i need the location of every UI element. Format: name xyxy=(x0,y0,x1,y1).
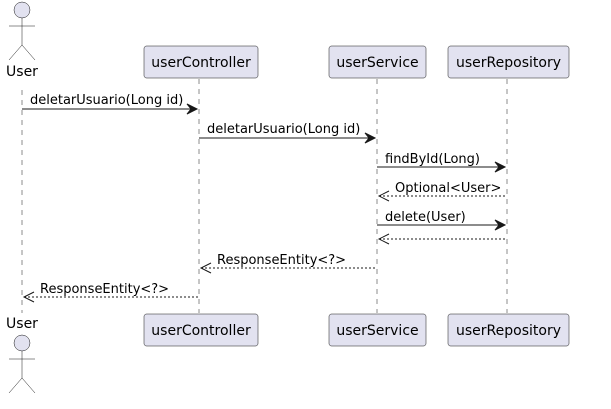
arrowhead-icon xyxy=(494,219,507,231)
message-3: findById(Long) xyxy=(377,152,507,173)
arrowhead-icon xyxy=(186,103,199,115)
participant-label: userService xyxy=(336,323,418,339)
message-label: Optional<User> xyxy=(395,181,501,196)
open-arrowhead-icon xyxy=(377,233,390,245)
message-8: ResponseEntity<?> xyxy=(22,282,199,303)
arrowhead-icon xyxy=(494,161,507,173)
message-label: deletarUsuario(Long id) xyxy=(30,93,183,108)
message-label: findById(Long) xyxy=(385,152,480,167)
actor-label-top: User xyxy=(6,64,38,80)
actor-user-bottom: User xyxy=(6,316,38,394)
message-label: ResponseEntity<?> xyxy=(40,282,169,297)
participant-userservice-top: userService xyxy=(328,45,427,79)
participant-userservice-bottom: userService xyxy=(328,313,427,347)
actor-head-icon xyxy=(13,334,31,352)
message-6 xyxy=(377,233,507,245)
participant-label: userRepository xyxy=(456,55,561,71)
open-arrowhead-icon xyxy=(199,262,212,274)
participant-label: userService xyxy=(336,55,418,71)
participant-usercontroller-bottom: userController xyxy=(143,313,259,347)
participant-userrepository-bottom: userRepository xyxy=(447,313,570,347)
message-7: ResponseEntity<?> xyxy=(199,253,377,274)
message-label: ResponseEntity<?> xyxy=(217,253,346,268)
arrowhead-icon xyxy=(364,132,377,144)
participant-userrepository-top: userRepository xyxy=(447,45,570,79)
message-1: deletarUsuario(Long id) xyxy=(22,93,199,115)
message-4: Optional<User> xyxy=(377,181,507,202)
participant-label: userRepository xyxy=(456,323,561,339)
open-arrowhead-icon xyxy=(377,190,390,202)
actor-head-icon xyxy=(13,1,31,19)
participant-usercontroller-top: userController xyxy=(143,45,259,79)
actor-label-bottom: User xyxy=(6,316,38,332)
participant-label: userController xyxy=(151,323,251,339)
actor-user-top: User xyxy=(6,1,38,80)
message-label: deletarUsuario(Long id) xyxy=(207,122,360,137)
message-5: delete(User) xyxy=(377,210,507,231)
message-label: delete(User) xyxy=(385,210,466,225)
participant-label: userController xyxy=(151,55,251,71)
open-arrowhead-icon xyxy=(22,291,35,303)
message-2: deletarUsuario(Long id) xyxy=(199,122,377,144)
